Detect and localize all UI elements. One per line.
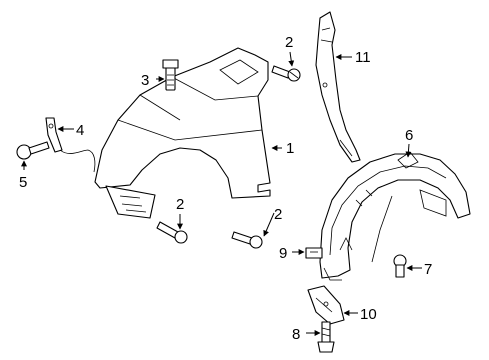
screw bbox=[317, 321, 335, 353]
callout-10: 10 bbox=[360, 306, 377, 323]
liner-bracket bbox=[307, 285, 345, 325]
callout-7: 7 bbox=[424, 261, 432, 278]
callout-8: 8 bbox=[292, 326, 300, 343]
callout-2-top: 2 bbox=[285, 34, 293, 51]
bolt-vertical bbox=[162, 59, 179, 91]
callout-5: 5 bbox=[19, 174, 27, 191]
bolt-lower-right bbox=[231, 231, 263, 249]
callout-4: 4 bbox=[76, 122, 84, 139]
bolt-left bbox=[16, 141, 50, 160]
leader-2-top bbox=[288, 51, 295, 67]
bolt-lower-left bbox=[156, 221, 188, 244]
bolt-upper bbox=[271, 65, 301, 82]
leader-6 bbox=[405, 143, 412, 158]
callout-6: 6 bbox=[405, 127, 413, 144]
callout-2-lower-right: 2 bbox=[274, 206, 282, 223]
clip-nut bbox=[305, 247, 323, 259]
leader-2-lower-right bbox=[263, 212, 275, 237]
callout-2-lower-left: 2 bbox=[176, 196, 184, 213]
callout-1: 1 bbox=[286, 140, 294, 157]
bracket-wire bbox=[45, 117, 96, 173]
callout-3: 3 bbox=[141, 72, 149, 89]
wheel-house-liner bbox=[319, 151, 471, 281]
fender-splash-shield bbox=[315, 11, 361, 163]
callout-11: 11 bbox=[355, 49, 371, 66]
callout-9: 9 bbox=[279, 245, 287, 262]
front-fender bbox=[94, 47, 271, 219]
push-clip bbox=[393, 254, 407, 278]
